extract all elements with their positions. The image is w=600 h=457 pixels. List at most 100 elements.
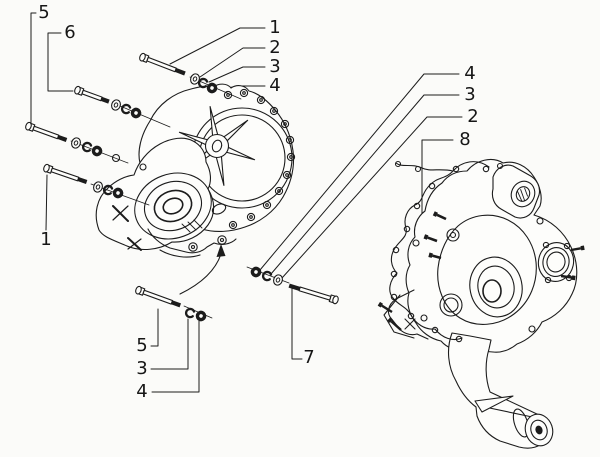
gasket-hole [394, 160, 402, 168]
rim-bolt-hole-center [283, 122, 287, 126]
boss-lug [544, 276, 552, 284]
gasket-hole [392, 246, 400, 254]
rim-bolt-hole-center [277, 189, 281, 193]
rim-bolt-hole [286, 152, 296, 162]
stud-shaft [427, 236, 438, 243]
bolt-item-1-left [43, 163, 88, 184]
gasket-hole [452, 165, 460, 173]
stud-head [580, 245, 585, 251]
small-boss [446, 228, 460, 242]
stud-shaft [390, 320, 402, 331]
crank-chamber [469, 256, 523, 318]
stud-head [428, 252, 433, 258]
rim-bolt-hole-center [289, 155, 293, 159]
rim-bolt-hole-center [242, 91, 246, 95]
chamber-ring-outer [469, 256, 523, 318]
leader-5-bottom [150, 308, 159, 347]
plain-washer [69, 136, 83, 150]
rim-bolt-hole [239, 88, 249, 98]
cross-line [127, 238, 142, 250]
stud-shaft [570, 247, 582, 252]
hub-end [524, 413, 554, 447]
rim-bolt-hole-center [259, 98, 263, 102]
bolt-item-5-bottom [135, 285, 182, 308]
plain-washer [91, 180, 105, 194]
fan-hub-bore [211, 139, 223, 153]
bearing-boss [537, 242, 575, 282]
callout-number-8: 8 [459, 129, 471, 150]
callout-number-2-top-right: 2 [269, 37, 281, 58]
leader-5-top-left [30, 12, 37, 124]
bore-hatch [517, 191, 523, 202]
mating-surface-ring [437, 214, 537, 325]
bore-hatch [524, 187, 528, 197]
stud-head [387, 317, 393, 323]
callout-number-4-right: 4 [464, 63, 476, 84]
nut [249, 265, 263, 279]
leader-2-top [199, 47, 266, 78]
bolt-item-1-top [139, 52, 186, 76]
cross-line [112, 205, 129, 221]
gasket-hole [407, 312, 415, 320]
boss-lug [563, 242, 571, 250]
secondary-opening [439, 293, 463, 317]
stud-head [423, 234, 429, 240]
gasket-hole [390, 293, 398, 301]
bolt-shaft [50, 167, 80, 182]
bore-rim [510, 180, 536, 208]
rim-bolt-hole [269, 106, 279, 116]
bearing-hub [134, 172, 212, 240]
rim-bolt-hole [228, 220, 238, 230]
bolt-head-face [135, 285, 142, 295]
leader-3-right [270, 94, 460, 275]
hub-ring-2 [143, 180, 203, 232]
callout-number-1-top-right: 1 [269, 17, 281, 38]
bolt-item-6 [74, 85, 110, 104]
case-bolt-hole [536, 217, 544, 225]
right-crankcase-assembly [377, 159, 585, 449]
bracket-boss-center [219, 237, 225, 243]
gasket-hole [455, 335, 463, 343]
stud-bolt [423, 234, 438, 243]
boss-lug [542, 241, 550, 249]
boss-bore [546, 251, 566, 273]
hub-end-bore [535, 425, 543, 435]
fasteners [25, 52, 339, 323]
pointer-arrow [179, 244, 226, 295]
callout-number-6: 6 [64, 22, 76, 43]
rim-bolt-holes [223, 88, 296, 230]
stud-head [432, 211, 438, 217]
rim-bolt-hole-center [272, 109, 276, 113]
hatch-line [187, 221, 197, 231]
leader-7 [291, 287, 303, 360]
bore-hole [515, 186, 531, 202]
bolt-shaft [146, 56, 177, 73]
arrow-curve [179, 253, 222, 295]
callout-number-5-top-left: 5 [38, 2, 50, 23]
stud-bolt [560, 274, 576, 281]
callout-number-2-right: 2 [467, 106, 479, 127]
x-stud-mark [127, 237, 142, 251]
bracket-boss-center [190, 244, 196, 250]
bracket-plate [383, 294, 415, 339]
rim-bolt-hole [280, 119, 290, 129]
rim-bolt-hole [285, 135, 295, 145]
rim-bolt-hole-center [231, 223, 235, 227]
case-bolt-hole [528, 325, 536, 333]
rim-bolt-hole-center [249, 215, 253, 219]
bottom-bracket [147, 228, 237, 258]
bracket-strap-lower [159, 249, 201, 258]
stud-bolt [377, 301, 393, 314]
boss-ring [542, 247, 570, 277]
bolt-threads [57, 134, 68, 142]
stud-head [571, 275, 576, 281]
rim-bolt-hole-center [285, 173, 289, 177]
leader-lines [30, 12, 463, 393]
nut [90, 144, 104, 158]
bracket-boss [217, 235, 227, 245]
stud-bolt [387, 317, 402, 331]
stud-shaft [381, 304, 393, 314]
hub-bore [162, 197, 184, 215]
